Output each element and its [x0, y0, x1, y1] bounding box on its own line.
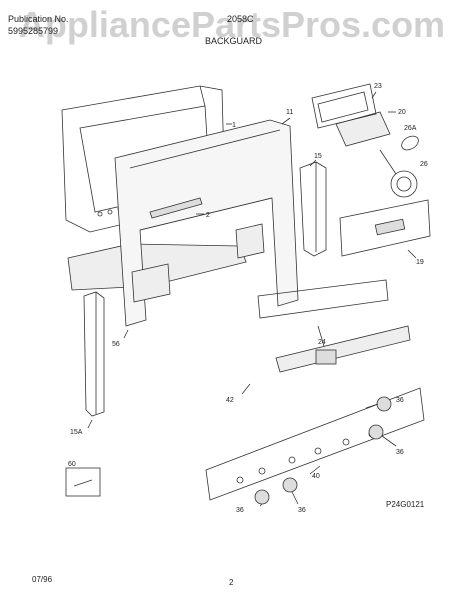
page-number: 2 [229, 578, 234, 587]
callout-36-right: 36 [396, 449, 404, 456]
callout-24: 24 [318, 339, 326, 346]
callout-20: 20 [398, 109, 406, 116]
section-title: BACKGUARD [205, 36, 263, 46]
part-bottom-rail [275, 325, 411, 373]
callout-1: 1 [232, 122, 236, 129]
callout-2: 2 [206, 212, 210, 219]
watermark: AppliancePartsPros.com [18, 4, 446, 45]
publication-label: Publication No. [8, 14, 69, 24]
part-knob-insert [401, 135, 419, 151]
callout-36-left: 36 [236, 507, 244, 514]
callout-26a: 26A [404, 125, 417, 132]
callout-56: 56 [112, 341, 120, 348]
manifold-holes [236, 430, 376, 484]
callout-26: 26 [420, 161, 428, 168]
callout-15a: 15A [70, 429, 83, 436]
publication-number: 5995285799 [8, 26, 59, 36]
part-screw-inset [65, 467, 101, 497]
part-manifold-panel [205, 387, 425, 501]
callout-36-top: 36 [396, 397, 404, 404]
model-number: 2058C [227, 14, 254, 24]
burner-knobs [254, 396, 392, 505]
callout-19: 19 [416, 259, 424, 266]
part-switch [315, 349, 337, 365]
part-trim-strip [149, 197, 203, 219]
part-backguard-frame [114, 119, 299, 327]
part-control-panel [339, 199, 431, 257]
callout-11: 11 [286, 109, 293, 116]
callout-15: 15 [314, 153, 322, 160]
callout-40: 40 [312, 473, 320, 480]
callout-60: 60 [68, 461, 76, 468]
part-left-bracket [83, 291, 105, 417]
figure-code: P24G0121 [386, 500, 425, 509]
callout-36-middle: 36 [298, 507, 306, 514]
callout-23: 23 [374, 83, 382, 90]
callout-42: 42 [226, 397, 234, 404]
part-right-bracket [299, 161, 327, 257]
part-clock-frame [311, 83, 377, 129]
part-clock-knob [390, 170, 418, 198]
footer-date: 07/96 [32, 575, 53, 584]
